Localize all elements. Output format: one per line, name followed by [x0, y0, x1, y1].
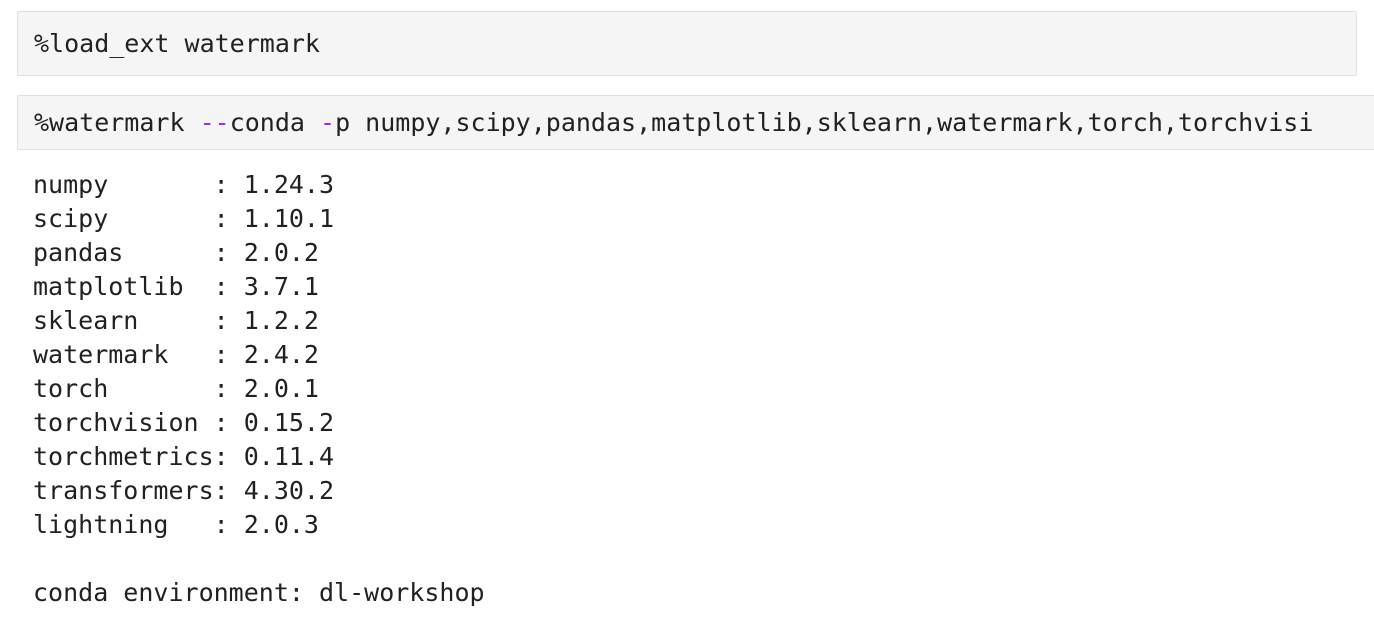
- package-name: watermark: [33, 340, 169, 369]
- package-version: 2.0.2: [243, 238, 319, 267]
- package-version: 1.2.2: [243, 306, 319, 335]
- separator: :: [213, 238, 244, 267]
- separator: :: [213, 306, 244, 335]
- code-cell-load-ext[interactable]: %load_ext watermark: [17, 11, 1357, 76]
- watermark-output: numpy: 1.24.3 scipy: 1.10.1 pandas: 2.0.…: [17, 168, 1374, 610]
- package-name: torchvision: [33, 408, 199, 437]
- code-token: %watermark: [34, 108, 200, 137]
- separator: :: [213, 442, 244, 471]
- package-name: scipy: [33, 204, 109, 233]
- separator: :: [213, 170, 244, 199]
- package-version: 4.30.2: [243, 476, 335, 505]
- package-version: 1.24.3: [243, 170, 335, 199]
- code-token-flag: -: [320, 108, 336, 137]
- conda-environment-row: conda environment: dl-workshop: [33, 576, 1374, 610]
- separator: :: [213, 340, 244, 369]
- conda-environment-value: dl-workshop: [318, 578, 485, 607]
- code-cell-watermark[interactable]: %watermark --conda -p numpy,scipy,pandas…: [17, 95, 1374, 150]
- package-version: 2.0.3: [243, 510, 319, 539]
- package-version-row: transformers: 4.30.2: [33, 474, 1374, 508]
- package-version-row: torch: 2.0.1: [33, 372, 1374, 406]
- package-name: numpy: [33, 170, 109, 199]
- code-token: conda: [229, 108, 320, 137]
- package-version: 2.0.1: [243, 374, 319, 403]
- package-version: 0.15.2: [243, 408, 335, 437]
- package-name: torch: [33, 374, 109, 403]
- package-name: matplotlib: [33, 272, 184, 301]
- package-version-row: scipy: 1.10.1: [33, 202, 1374, 236]
- separator: :: [213, 476, 244, 505]
- package-version-row: torchvision: 0.15.2: [33, 406, 1374, 440]
- package-version-row: pandas: 2.0.2: [33, 236, 1374, 270]
- package-version-row: watermark: 2.4.2: [33, 338, 1374, 372]
- separator: :: [213, 204, 244, 233]
- package-name: torchmetrics: [33, 442, 214, 471]
- code-token: p numpy,scipy,pandas,matplotlib,sklearn,…: [335, 108, 1314, 137]
- package-version: 1.10.1: [243, 204, 335, 233]
- package-version-row: sklearn: 1.2.2: [33, 304, 1374, 338]
- package-name: sklearn: [33, 306, 139, 335]
- package-name: transformers: [33, 476, 214, 505]
- package-name: lightning: [33, 510, 169, 539]
- package-version-row: matplotlib: 3.7.1: [33, 270, 1374, 304]
- code-token-flag: --: [199, 108, 230, 137]
- separator: :: [213, 272, 244, 301]
- conda-environment-label: conda environment: [33, 578, 289, 607]
- package-version: 2.4.2: [243, 340, 319, 369]
- package-version: 0.11.4: [243, 442, 335, 471]
- output-blank-line: [33, 542, 1374, 576]
- code-line: %load_ext watermark: [34, 29, 320, 58]
- separator: :: [213, 510, 244, 539]
- package-version: 3.7.1: [243, 272, 319, 301]
- separator: :: [213, 374, 244, 403]
- notebook: %load_ext watermark %watermark --conda -…: [17, 11, 1374, 610]
- package-name: pandas: [33, 238, 124, 267]
- package-version-row: lightning: 2.0.3: [33, 508, 1374, 542]
- package-version-row: torchmetrics: 0.11.4: [33, 440, 1374, 474]
- separator: :: [213, 408, 244, 437]
- package-version-row: numpy: 1.24.3: [33, 168, 1374, 202]
- separator: :: [288, 578, 319, 607]
- code-line: %watermark --conda -p numpy,scipy,pandas…: [34, 108, 1313, 137]
